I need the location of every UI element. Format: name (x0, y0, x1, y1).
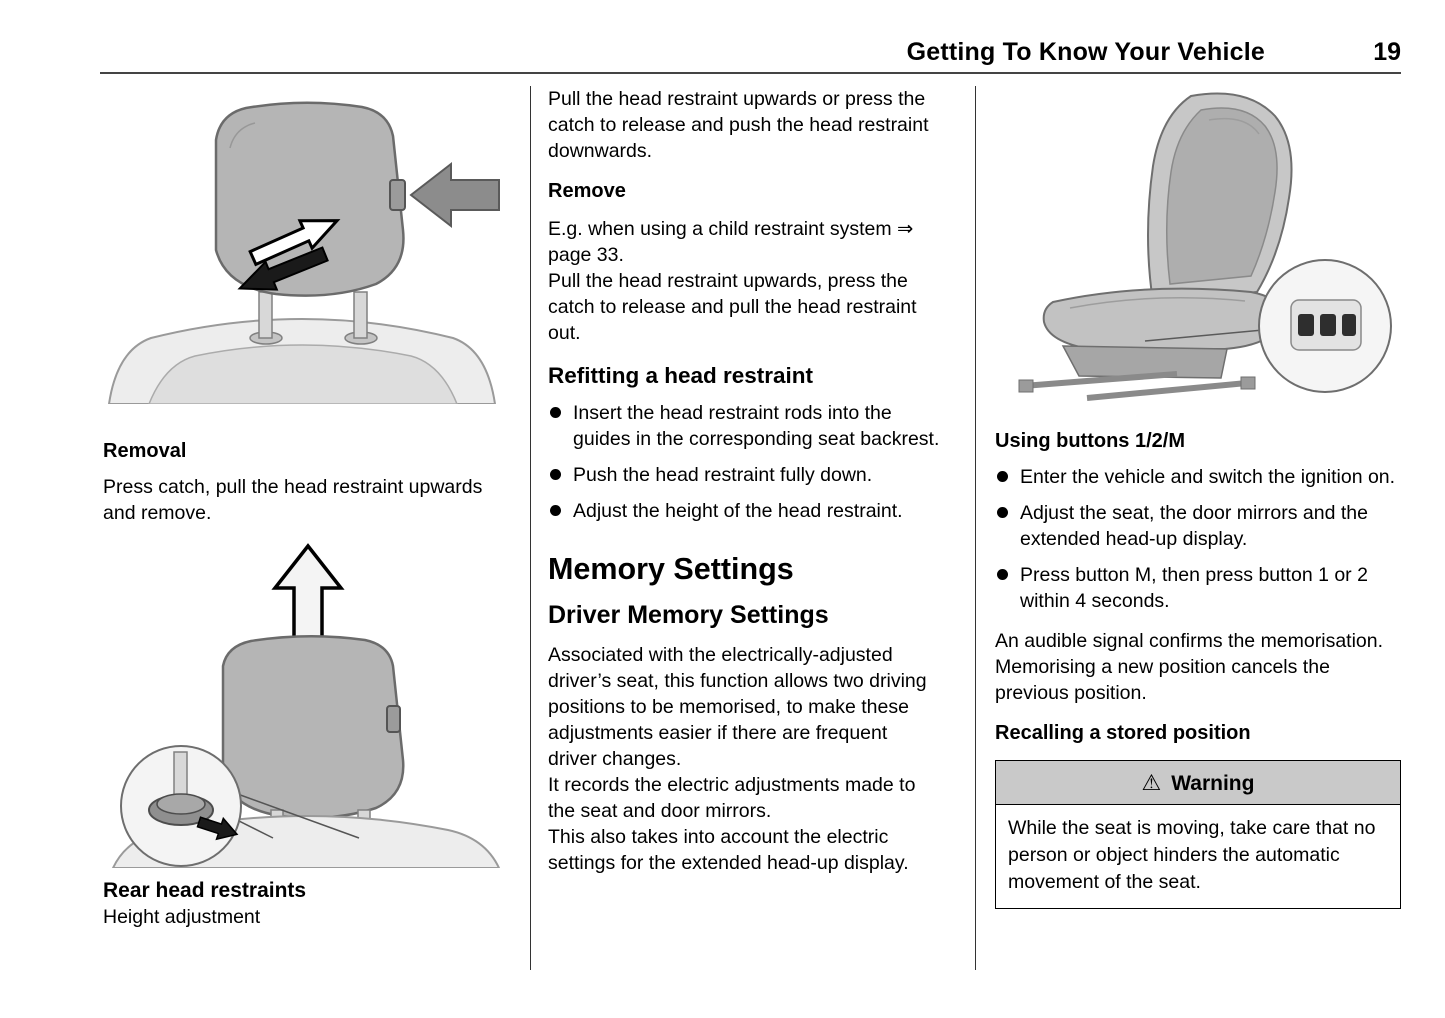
paragraph-memory-1: Associated with the electrically-adjuste… (548, 644, 927, 770)
left-column: Removal Press catch, pull the head restr… (103, 86, 503, 930)
paragraph-adjust: Pull the head restraint upwards or press… (548, 88, 929, 162)
paragraph-remove-example: E.g. when using a child restraint system… (548, 218, 914, 266)
column-divider (530, 86, 532, 970)
figure-rear-head-restraint-height (103, 538, 503, 868)
refitting-list: Insert the head restraint rods into the … (548, 400, 941, 524)
figure-driver-seat-memory-buttons (995, 86, 1401, 406)
warning-box: ⚠ Warning While the seat is moving, take … (995, 760, 1401, 909)
bullet-icon (550, 407, 561, 418)
list-item: Press button M, then press button 1 or 2… (995, 562, 1401, 614)
heading-refitting: Refitting a head restraint (548, 363, 814, 388)
heading-memory-settings: Memory Settings (548, 552, 794, 586)
bullet-text: Enter the vehicle and switch the ignitio… (1020, 466, 1396, 488)
paragraph-audible-signal: An audible signal confirms the memorisat… (995, 630, 1384, 704)
heading-remove: Remove (548, 180, 626, 202)
paragraph-memory-2: It records the electric adjustments made… (548, 774, 916, 822)
bullet-text: Press button M, then press button 1 or 2… (1020, 564, 1368, 612)
list-item: Push the head restraint fully down. (548, 462, 941, 488)
warning-header: ⚠ Warning (996, 761, 1400, 805)
page-number: 19 (1373, 38, 1401, 66)
bullet-text: Insert the head restraint rods into the … (573, 402, 940, 450)
list-item: Adjust the seat, the door mirrors and th… (995, 500, 1401, 552)
column-divider (975, 86, 977, 970)
bullet-icon (550, 469, 561, 480)
heading-using-buttons: Using buttons 1/2/M (995, 430, 1185, 452)
bullet-icon (997, 471, 1008, 482)
bullet-text: Adjust the height of the head restraint. (573, 500, 903, 522)
page-title: Getting To Know Your Vehicle (906, 38, 1265, 66)
bullet-text: Adjust the seat, the door mirrors and th… (1020, 502, 1368, 550)
bullet-icon (550, 505, 561, 516)
list-item: Insert the head restraint rods into the … (548, 400, 941, 452)
heading-driver-memory-settings: Driver Memory Settings (548, 601, 829, 629)
right-column: Using buttons 1/2/M Enter the vehicle an… (995, 86, 1401, 909)
paragraph-memory-3: This also takes into account the electri… (548, 826, 909, 874)
middle-column: Pull the head restraint upwards or press… (548, 86, 941, 876)
bullet-text: Push the head restraint fully down. (573, 464, 873, 486)
header-divider (100, 72, 1401, 74)
paragraph-removal: Press catch, pull the head restraint upw… (103, 476, 483, 524)
warning-title: Warning (1171, 772, 1255, 795)
bullet-icon (997, 569, 1008, 580)
list-item: Adjust the height of the head restraint. (548, 498, 941, 524)
using-buttons-list: Enter the vehicle and switch the ignitio… (995, 464, 1401, 614)
paragraph-remove-steps: Pull the head restraint upwards, press t… (548, 270, 917, 344)
warning-body: While the seat is moving, take care that… (1008, 817, 1376, 893)
bullet-icon (997, 507, 1008, 518)
figure-caption-rear-head-restraints: Rear head restraints (103, 879, 307, 902)
list-item: Enter the vehicle and switch the ignitio… (995, 464, 1401, 490)
heading-recalling: Recalling a stored position (995, 722, 1251, 744)
warning-icon: ⚠ (1141, 770, 1162, 795)
figure-subcaption-height-adjustment: Height adjustment (103, 906, 261, 928)
figure-head-restraint-removal (103, 86, 503, 404)
figure-caption-removal: Removal (103, 440, 187, 462)
